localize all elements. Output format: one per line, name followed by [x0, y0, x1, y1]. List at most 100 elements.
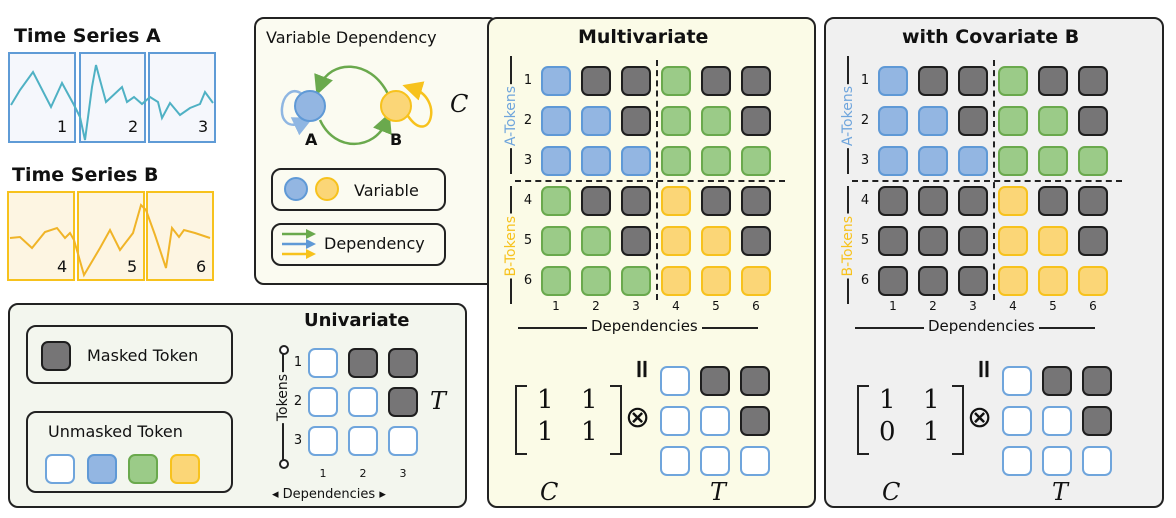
b-tokens-label: B-Tokens: [840, 214, 856, 279]
row-tick: 2: [860, 113, 870, 128]
unmasked-token: [1078, 266, 1108, 296]
unmasked-token: [661, 106, 691, 136]
unmasked-token: [661, 186, 691, 216]
masked-token: [700, 366, 730, 396]
unmasked-token: [878, 66, 908, 96]
masked-token: [1082, 366, 1112, 396]
masked-token: [1078, 186, 1108, 216]
unmasked-token: [998, 146, 1028, 176]
row-tick: 3: [860, 153, 870, 168]
masked-token: [1082, 406, 1112, 436]
masked-token: [1078, 66, 1108, 96]
masked-token: [918, 226, 948, 256]
row-tick: 6: [860, 273, 870, 288]
col-tick: 2: [592, 299, 600, 313]
kronecker-product-symbol: ⊗: [967, 400, 993, 435]
matrix-entry: 1: [581, 417, 598, 447]
unmasked-token: [308, 387, 338, 417]
unmasked-token: [998, 66, 1028, 96]
masked-token: [958, 66, 988, 96]
masked-token: [878, 226, 908, 256]
unmasked-token: [660, 406, 690, 436]
unmasked-token: [388, 426, 418, 456]
legend-unmasked-label: Unmasked Token: [48, 422, 183, 441]
b-tokens-label: B-Tokens: [503, 214, 519, 279]
legend-variable-box: [271, 168, 446, 211]
masked-token: [918, 186, 948, 216]
row-tick: 3: [523, 153, 533, 168]
dependency-arrows-icon: [282, 229, 316, 259]
dependencies-label: Dependencies: [282, 487, 376, 502]
col-tick: 3: [632, 299, 640, 313]
row-tick: 1: [860, 73, 870, 88]
row-tick: 1: [523, 73, 533, 88]
masked-token: [621, 226, 651, 256]
matrix-bracket-left: [857, 385, 869, 455]
masked-token-swatch: [41, 341, 71, 371]
unmasked-token: [701, 266, 731, 296]
masked-token: [958, 106, 988, 136]
variable-dependency-title: Variable Dependency: [266, 28, 437, 47]
masked-token: [878, 186, 908, 216]
col-tick: 5: [712, 299, 720, 313]
legend-dependency-label: Dependency: [324, 234, 425, 253]
unmasked-token: [581, 266, 611, 296]
row-tick: 5: [860, 233, 870, 248]
matrix-entry: 1: [879, 385, 896, 415]
masked-token: [918, 66, 948, 96]
col-tick: 1: [889, 299, 897, 313]
matrix-entry: 1: [923, 417, 940, 447]
a-tokens-label: A-Tokens: [503, 84, 519, 149]
matrix-entry: 1: [537, 385, 554, 415]
masked-token: [878, 266, 908, 296]
t-symbol: T: [1052, 478, 1069, 506]
unmasked-token: [348, 387, 378, 417]
t-symbol: T: [430, 387, 447, 415]
unmasked-token: [998, 186, 1028, 216]
unmasked-token: [541, 66, 571, 96]
unmasked-token: [878, 146, 908, 176]
col-tick: 6: [1089, 299, 1097, 313]
legend-masked-label: Masked Token: [87, 346, 199, 365]
row-tick: 4: [860, 193, 870, 208]
dependencies-label: Dependencies: [924, 317, 1039, 335]
unmasked-token: [581, 106, 611, 136]
unmasked-white-swatch: [45, 454, 75, 484]
block-divider-horizontal: [515, 180, 785, 182]
col-tick: 5: [1049, 299, 1057, 313]
masked-token: [1042, 366, 1072, 396]
kronecker-product-symbol: ⊗: [625, 400, 651, 435]
col-tick: 4: [1009, 299, 1017, 313]
matrix-bracket-right: [952, 385, 964, 455]
c-symbol: C: [540, 478, 559, 506]
masked-token: [1078, 226, 1108, 256]
unmasked-token: [701, 106, 731, 136]
masked-token: [388, 348, 418, 378]
matrix-bracket-right: [610, 385, 622, 455]
col-tick: 2: [929, 299, 937, 313]
unmasked-token: [958, 146, 988, 176]
unmasked-token: [998, 226, 1028, 256]
unmasked-token: [701, 226, 731, 256]
unmasked-green-swatch: [128, 454, 158, 484]
unmasked-yellow-swatch: [170, 454, 200, 484]
legend-dependency-box: [271, 223, 446, 266]
unmasked-token: [740, 446, 770, 476]
variable-circles-icon: [284, 177, 339, 201]
masked-token: [740, 366, 770, 396]
masked-token: [621, 66, 651, 96]
masked-token: [701, 66, 731, 96]
unmasked-token: [1038, 106, 1068, 136]
masked-token: [958, 226, 988, 256]
axis-end-cap: [279, 459, 289, 469]
tokens-axis-label: Tokens: [275, 372, 291, 424]
unmasked-token: [541, 146, 571, 176]
col-tick: 6: [752, 299, 760, 313]
unmasked-token: [700, 406, 730, 436]
masked-token: [741, 226, 771, 256]
row-tick: 6: [523, 273, 533, 288]
unmasked-token: [541, 226, 571, 256]
unmasked-token: [621, 146, 651, 176]
unmasked-token: [541, 106, 571, 136]
row-tick: 2: [293, 394, 303, 409]
